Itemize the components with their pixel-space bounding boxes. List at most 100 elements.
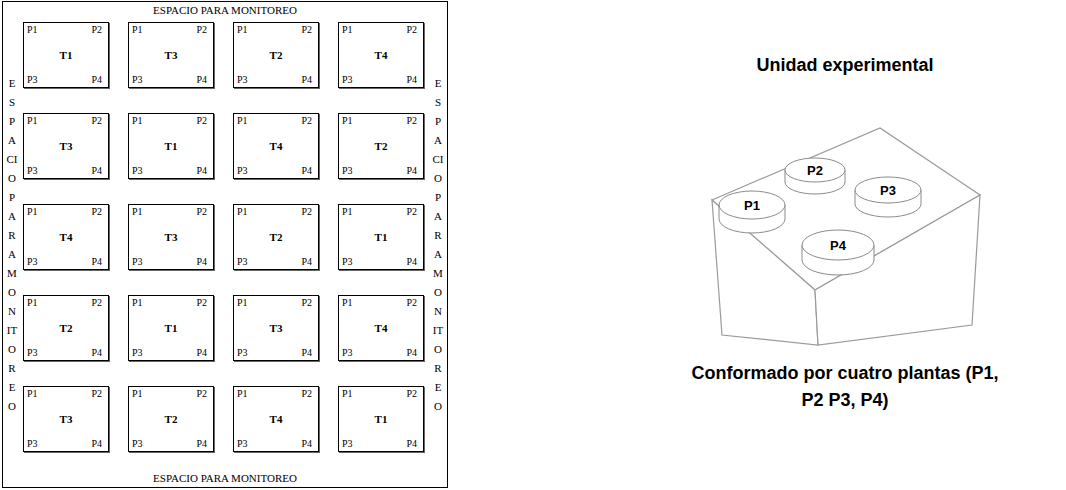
plot-box: P1P2T1P3P4 — [23, 22, 109, 88]
label-holder: T3 — [129, 49, 213, 62]
label-holder: P3 — [132, 74, 143, 86]
label-holder: T1 — [24, 49, 108, 62]
plot-box: P1P2T3P3P4 — [128, 204, 214, 270]
label-holder: P3 — [342, 347, 353, 359]
label-holder: P3 — [237, 347, 248, 359]
label-holder: P3 — [237, 165, 248, 177]
label-holder: T4 — [234, 140, 318, 153]
label-holder: T1 — [339, 413, 423, 426]
label-holder: T1 — [339, 231, 423, 244]
label-holder: P2 — [196, 297, 207, 309]
plant-label: P1 — [237, 206, 248, 217]
label-holder: T1 — [129, 322, 213, 335]
label-holder: P2 — [784, 157, 846, 183]
label-holder: P3 — [342, 74, 353, 86]
plot-box: P1P2T1P3P4 — [338, 204, 424, 270]
label-holder: P1 — [27, 24, 38, 36]
treatment-label: T3 — [165, 231, 178, 243]
plot-box: P1P2T4P3P4 — [23, 204, 109, 270]
plant-label: P3 — [27, 74, 38, 85]
plant-label: P2 — [91, 24, 102, 35]
label-holder: P3 — [237, 74, 248, 86]
label-holder: T2 — [24, 322, 108, 335]
plant-label: P3 — [27, 256, 38, 267]
plant-label: P2 — [196, 115, 207, 126]
monitoring-label: ESPACIO PARA MONITOREO — [433, 74, 444, 416]
treatment-label: T2 — [270, 231, 283, 243]
plot-box: P1P2T2P3P4 — [233, 204, 319, 270]
label-holder: P1 — [237, 297, 248, 309]
plant-label: P3 — [237, 256, 248, 267]
plant-label: P1 — [342, 388, 353, 399]
label-holder: P1 — [237, 206, 248, 218]
plant-label: P2 — [91, 115, 102, 126]
plant-label: P4 — [406, 347, 417, 358]
label-holder: Conformado por cuatro plantas (P1, P2 P3… — [690, 360, 1000, 414]
monitoring-label: ESPACIO PARA MONITOREO — [7, 74, 18, 416]
label-holder: P4 — [91, 256, 102, 268]
plant-label: P4 — [196, 74, 207, 85]
plant-pot: P1 — [718, 190, 786, 234]
label-holder: P3 — [342, 256, 353, 268]
label-holder: P1 — [27, 115, 38, 127]
plant-label: P3 — [27, 165, 38, 176]
label-holder: P1 — [132, 115, 143, 127]
label-holder: P3 — [27, 347, 38, 359]
plant-label: P3 — [132, 347, 143, 358]
label-holder: P2 — [406, 388, 417, 400]
treatment-label: T2 — [60, 322, 73, 334]
label-holder: P3 — [342, 165, 353, 177]
label-holder: T4 — [234, 413, 318, 426]
plant-label: P2 — [91, 206, 102, 217]
plant-label: P1 — [342, 206, 353, 217]
label-holder: T3 — [24, 413, 108, 426]
plot-box: P1P2T3P3P4 — [128, 22, 214, 88]
plot-box: P1P2T1P3P4 — [128, 295, 214, 361]
treatment-label: T1 — [60, 49, 73, 61]
label-holder: P4 — [406, 256, 417, 268]
label-holder: P3 — [27, 165, 38, 177]
plant-label: P1 — [237, 24, 248, 35]
label-holder: ESPACIO PARA MONITOREO — [430, 2, 446, 487]
treatment-label: T2 — [165, 413, 178, 425]
plant-label: P2 — [91, 297, 102, 308]
label-holder: P1 — [27, 206, 38, 218]
label-holder: T4 — [339, 322, 423, 335]
plant-label: P1 — [27, 24, 38, 35]
label-holder: T4 — [339, 49, 423, 62]
label-holder: P4 — [196, 165, 207, 177]
label-holder: P4 — [301, 347, 312, 359]
plant-label: P2 — [301, 24, 312, 35]
plant-label: P3 — [27, 347, 38, 358]
label-holder: P2 — [196, 388, 207, 400]
label-holder: P1 — [237, 24, 248, 36]
plant-label: P3 — [880, 183, 896, 198]
plot-box: P1P2T2P3P4 — [23, 295, 109, 361]
plant-label: P4 — [91, 256, 102, 267]
label-holder: P1 — [132, 206, 143, 218]
label-holder: P2 — [91, 115, 102, 127]
plant-label: P4 — [196, 438, 207, 449]
label-holder: P2 — [196, 115, 207, 127]
label-holder: P2 — [196, 24, 207, 36]
label-holder: P4 — [301, 165, 312, 177]
plant-pot: P2 — [784, 157, 846, 195]
treatment-label: T4 — [375, 49, 388, 61]
label-holder: P3 — [854, 176, 922, 204]
plant-label: P1 — [237, 297, 248, 308]
plant-label: P3 — [237, 438, 248, 449]
plant-label: P4 — [406, 165, 417, 176]
label-holder: P4 — [91, 438, 102, 450]
label-holder: P1 — [342, 206, 353, 218]
box-front-face — [712, 200, 818, 345]
figure-heading: Unidad experimental — [756, 55, 933, 75]
figure-caption: Conformado por cuatro plantas (P1, P2 P3… — [690, 360, 1000, 414]
label-holder: P3 — [132, 347, 143, 359]
plant-label: P2 — [196, 24, 207, 35]
plant-label: P1 — [342, 115, 353, 126]
plant-label: P2 — [406, 115, 417, 126]
label-holder: P4 — [196, 74, 207, 86]
treatment-label: T3 — [60, 413, 73, 425]
plant-label: P1 — [237, 388, 248, 399]
